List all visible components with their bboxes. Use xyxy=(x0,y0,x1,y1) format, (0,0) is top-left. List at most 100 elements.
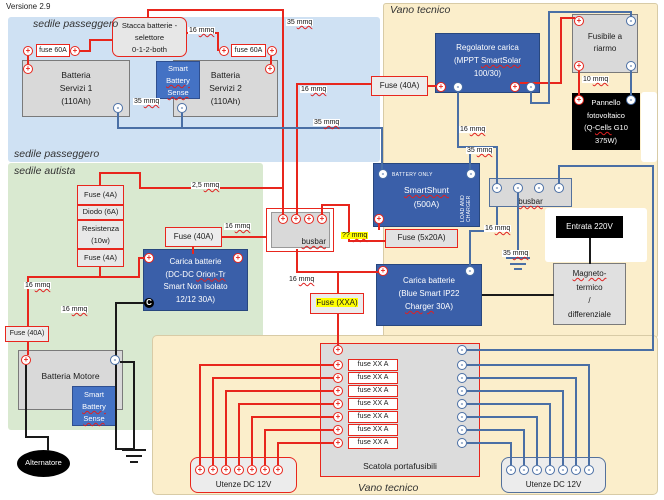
wire-segment xyxy=(251,416,253,465)
wire-segment xyxy=(277,442,279,465)
sbs-line: Sense xyxy=(83,414,105,423)
smartshunt: BATTERY ONLY SmartShunt (500A) xyxy=(373,163,480,227)
terminal-positive: + xyxy=(574,16,584,26)
terminal-negative: - xyxy=(457,386,467,396)
panel-line: (Q-Cells G10 xyxy=(584,123,628,132)
wire-segment xyxy=(523,429,525,465)
wire-segment xyxy=(467,403,551,405)
wire-segment xyxy=(467,429,525,431)
terminal-negative: - xyxy=(545,465,555,475)
wire-segment xyxy=(575,377,577,465)
label-passenger-bottom: sedile passeggero xyxy=(14,148,100,160)
breaker-line: riarmo xyxy=(593,44,617,53)
wire-segment xyxy=(530,92,532,104)
wire-gauge-label: 16 mmq xyxy=(484,225,512,232)
terminal-negative: - xyxy=(466,169,476,179)
smart-battery-sense-top: Smart Battery Sense xyxy=(156,61,200,99)
mppt-line: (MPPT SmartSolar xyxy=(454,56,521,65)
wire-segment xyxy=(212,377,214,465)
shunt-name: SmartShunt xyxy=(404,185,449,195)
positive-busbar-label: busbar xyxy=(301,237,326,246)
battery-line: Batteria xyxy=(210,70,241,80)
terminal-positive: + xyxy=(333,412,343,422)
wire-segment xyxy=(482,294,554,296)
wire-gauge-label: 35 mmq xyxy=(286,19,314,26)
terminal-negative: - xyxy=(626,16,636,26)
fuse-40a-orion: Fuse (40A) xyxy=(165,227,222,247)
terminal-positive: + xyxy=(247,465,257,475)
wire-gauge-label: 16 mmq xyxy=(288,276,316,283)
wire-segment xyxy=(562,390,564,465)
dc-loads-right-label: Utenze DC 12V xyxy=(525,480,582,489)
wire-gauge-label: 35 mmq xyxy=(313,119,341,126)
sbs-line: Battery xyxy=(166,76,190,85)
wire-segment xyxy=(139,172,141,189)
wire-gauge-label: 16 mmq xyxy=(61,306,89,313)
terminal-positive: + xyxy=(574,95,584,105)
service-battery-1: Batteria Servizi 1 (110Ah) xyxy=(22,60,130,117)
wire-gauge-label: 16 mmq xyxy=(24,282,52,289)
wire-segment xyxy=(117,113,119,128)
wire-gauge-label-unknown: ?? mmq xyxy=(341,232,369,239)
wire-segment xyxy=(558,165,560,185)
dc-loads-right: Utenze DC 12V xyxy=(501,457,606,493)
resistor-line: Resistenza xyxy=(81,224,120,233)
fusebox-row: fuse XX A xyxy=(348,437,398,449)
fuse-5x20: Fuse (5x20A) xyxy=(385,229,458,248)
terminal-negative: - xyxy=(453,82,463,92)
wire-segment xyxy=(25,436,49,438)
panel-line: 375W) xyxy=(594,135,618,145)
wire-segment xyxy=(126,455,142,457)
terminal-negative: - xyxy=(457,345,467,355)
wire-segment xyxy=(122,449,146,451)
wire-segment xyxy=(496,146,498,184)
wire-segment xyxy=(296,249,298,273)
wire-segment xyxy=(467,349,654,351)
wire-segment xyxy=(496,207,498,232)
wire-segment xyxy=(120,361,135,363)
terminal-positive: + xyxy=(23,46,33,56)
wire-segment xyxy=(321,204,350,206)
terminal-positive: + xyxy=(278,214,288,224)
breaker220-line: Magneto- xyxy=(572,269,607,278)
wire-segment xyxy=(514,268,522,270)
terminal-positive: + xyxy=(317,214,327,224)
wire-segment xyxy=(520,82,562,84)
wire-segment xyxy=(99,172,101,186)
fuse-40a-motor: Fuse (40A) xyxy=(5,326,49,342)
wire-segment xyxy=(467,364,590,366)
sbs-line: Smart xyxy=(167,64,188,73)
terminal-positive: + xyxy=(333,345,343,355)
terminal-negative: - xyxy=(534,183,544,193)
panel-line: Pannello xyxy=(591,98,621,107)
terminal-negative: - xyxy=(457,360,467,370)
wire-gauge-label: 16 mmq xyxy=(224,223,252,230)
wire-segment xyxy=(225,390,227,465)
wire-segment xyxy=(133,361,135,450)
wire-segment xyxy=(510,263,526,265)
wire-segment xyxy=(630,11,632,18)
terminal-positive: + xyxy=(219,46,229,56)
wire-segment xyxy=(147,9,149,18)
wire-segment xyxy=(506,257,530,259)
resistor-line: (10w) xyxy=(91,236,110,245)
wire-segment xyxy=(348,240,386,242)
wire-segment xyxy=(337,314,339,346)
terminal-positive: + xyxy=(304,214,314,224)
wire-segment xyxy=(27,276,140,278)
wire-segment xyxy=(252,416,334,418)
wire-segment xyxy=(337,271,339,294)
ip22-line: (Blue Smart IP22 xyxy=(398,289,460,298)
terminal-positive: + xyxy=(267,46,277,56)
wire-segment xyxy=(130,461,138,463)
wire-segment xyxy=(588,364,590,465)
wire-segment xyxy=(549,403,551,465)
selector-line: 0-1-2-both xyxy=(131,45,168,54)
terminal-positive: + xyxy=(333,373,343,383)
wire-segment xyxy=(99,172,141,174)
wire-segment xyxy=(264,429,266,465)
ip22-line: Charger 30A) xyxy=(404,302,454,311)
battery-selector: Stacca batterie - selettore 0-1-2-both xyxy=(112,17,187,57)
selector-line: Stacca batterie - xyxy=(121,21,178,30)
